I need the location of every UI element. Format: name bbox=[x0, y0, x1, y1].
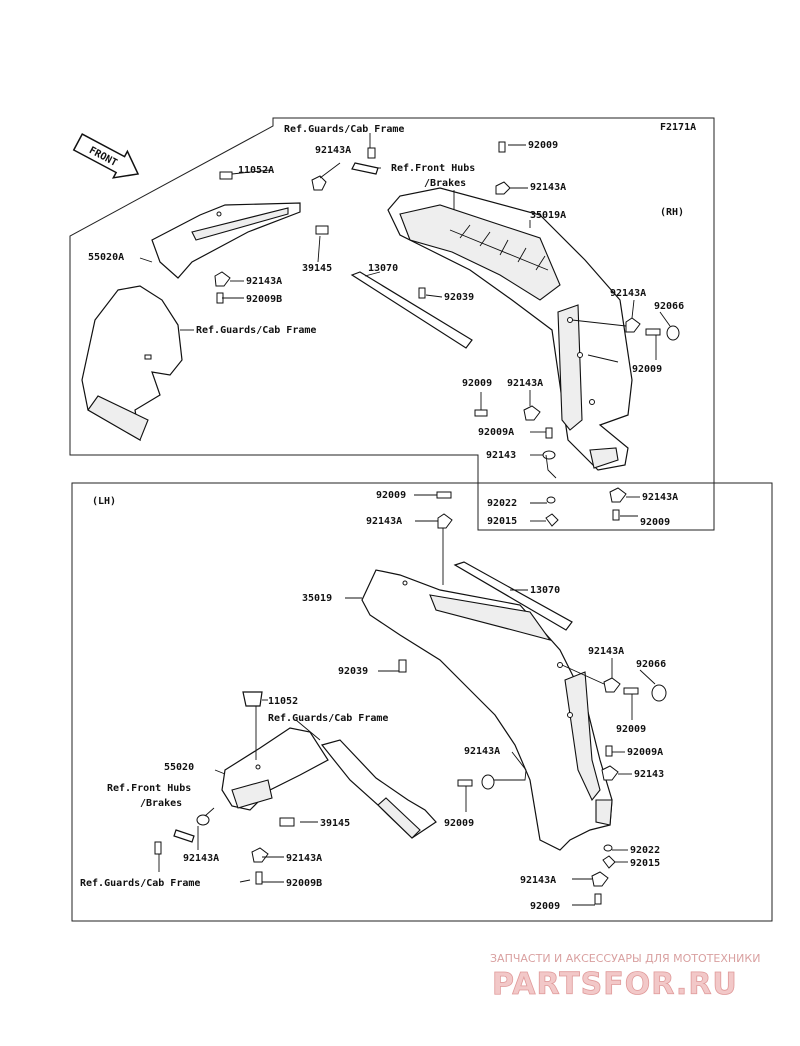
front-arrow-icon: FRONT bbox=[72, 133, 140, 179]
watermark-tagline: ЗАПЧАСТИ И АКСЕССУАРЫ ДЛЯ МОТОТЕХНИКИ bbox=[490, 952, 760, 965]
rh-92009-c: 92009 bbox=[462, 378, 492, 389]
lh-ref-guards-b: Ref.Guards/Cab Frame bbox=[80, 878, 200, 889]
rh-11052A: 11052A bbox=[238, 165, 274, 176]
lh-92143A-f: 92143A bbox=[520, 875, 556, 886]
lh-39145: 39145 bbox=[320, 818, 350, 829]
rh-92009-b: 92009 bbox=[632, 364, 662, 375]
lh-92015: 92015 bbox=[630, 858, 660, 869]
lh-side-label: (LH) bbox=[92, 496, 116, 507]
rh-92143: 92143 bbox=[486, 450, 516, 461]
lh-92039: 92039 bbox=[338, 666, 368, 677]
lh-bolt-icons bbox=[154, 491, 667, 905]
lh-92009B: 92009B bbox=[286, 878, 322, 889]
lh-92009A: 92009A bbox=[627, 747, 663, 758]
lh-92143A-e: 92143A bbox=[286, 853, 322, 864]
lh-frame bbox=[71, 482, 773, 922]
lh-55020: 55020 bbox=[164, 762, 194, 773]
rh-mud-flap bbox=[81, 285, 183, 442]
rh-ref-hubs-1: Ref.Front Hubs bbox=[391, 163, 475, 174]
rh-55020A: 55020A bbox=[88, 252, 124, 263]
rh-labels: Ref.Guards/Cab Frame 92143A 11052A Ref.F… bbox=[88, 124, 684, 528]
lh-92009-a: 92009 bbox=[376, 490, 406, 501]
rh-35019A: 35019A bbox=[530, 210, 566, 221]
lh-92009-c: 92009 bbox=[444, 818, 474, 829]
lh-11052: 11052 bbox=[268, 696, 298, 707]
rh-92009B: 92009B bbox=[246, 294, 282, 305]
lh-92009-b: 92009 bbox=[616, 724, 646, 735]
rh-92143A-a: 92143A bbox=[315, 145, 351, 156]
rh-ref-guards-mid: Ref.Guards/Cab Frame bbox=[196, 325, 316, 336]
lh-92143: 92143 bbox=[634, 769, 664, 780]
rh-92143A-e: 92143A bbox=[507, 378, 543, 389]
watermark: ЗАПЧАСТИ И АКСЕССУАРЫ ДЛЯ МОТОТЕХНИКИ PA… bbox=[490, 952, 760, 1002]
rh-92143A-b: 92143A bbox=[530, 182, 566, 193]
lh-35019: 35019 bbox=[302, 593, 332, 604]
rh-side: (RH) bbox=[660, 207, 684, 218]
lh-inner-fender-55020 bbox=[221, 727, 329, 811]
lh-92143A-c: 92143A bbox=[464, 746, 500, 757]
rh-inner-fender-55020A bbox=[151, 202, 301, 279]
rh-92009-a: 92009 bbox=[528, 140, 558, 151]
lh-92009-d: 92009 bbox=[530, 901, 560, 912]
diagram-code: F2171A bbox=[660, 122, 696, 133]
rh-ref-hubs-2: /Brakes bbox=[424, 178, 466, 189]
rh-92015: 92015 bbox=[487, 516, 517, 527]
rh-bolt-icons bbox=[214, 141, 680, 527]
rh-frame bbox=[69, 117, 715, 531]
lh-92022: 92022 bbox=[630, 845, 660, 856]
rh-92009A: 92009A bbox=[478, 427, 514, 438]
lh-ref-hubs-1: Ref.Front Hubs bbox=[107, 783, 191, 794]
rh-39145: 39145 bbox=[302, 263, 332, 274]
rh-ref-guards-top: Ref.Guards/Cab Frame bbox=[284, 124, 404, 135]
rh-92022: 92022 bbox=[487, 498, 517, 509]
rh-leader-lines bbox=[139, 133, 671, 522]
lh-labels: (LH) 92009 92143A 35019 13070 92039 9214… bbox=[80, 490, 666, 912]
rh-92039: 92039 bbox=[444, 292, 474, 303]
lh-fender-35019 bbox=[361, 569, 613, 851]
rh-92143A-c: 92143A bbox=[246, 276, 282, 287]
lh-13070: 13070 bbox=[530, 585, 560, 596]
rh-92143A-f: 92143A bbox=[642, 492, 678, 503]
lh-ref-hubs-2: /Brakes bbox=[140, 798, 182, 809]
lh-92143A-d: 92143A bbox=[183, 853, 219, 864]
rh-fender-35019A bbox=[387, 187, 633, 471]
rh-92066: 92066 bbox=[654, 301, 684, 312]
rh-strip-13070 bbox=[350, 271, 473, 349]
lh-92143A-a: 92143A bbox=[366, 516, 402, 527]
lh-leader-lines bbox=[158, 494, 656, 906]
lh-92066: 92066 bbox=[636, 659, 666, 670]
rh-13070: 13070 bbox=[368, 263, 398, 274]
rh-92009-d: 92009 bbox=[640, 517, 670, 528]
lh-92143A-b: 92143A bbox=[588, 646, 624, 657]
rh-92143A-d: 92143A bbox=[610, 288, 646, 299]
lh-ref-guards-a: Ref.Guards/Cab Frame bbox=[268, 713, 388, 724]
lh-mud-flap bbox=[320, 739, 437, 839]
lh-strip-13070 bbox=[453, 561, 573, 631]
watermark-brand: PARTSFOR.RU bbox=[492, 967, 738, 1002]
